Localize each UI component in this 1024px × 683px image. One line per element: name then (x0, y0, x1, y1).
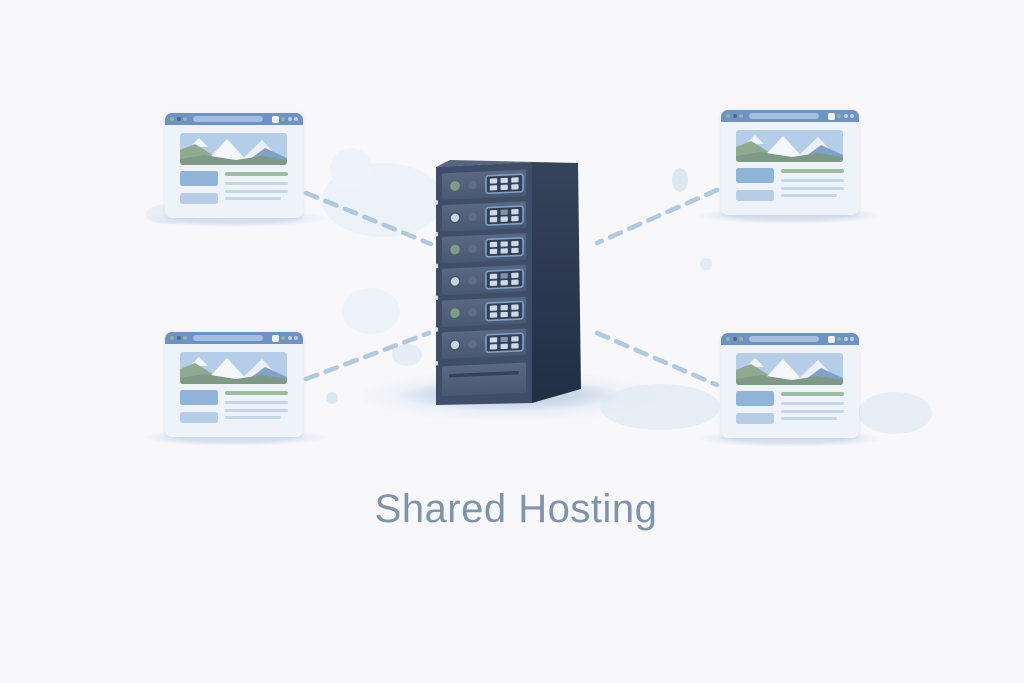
titlebar-dot-icon (281, 117, 285, 121)
titlebar-dot-icon (294, 336, 298, 340)
window-button-icon (827, 112, 835, 120)
titlebar-dot-icon (739, 114, 743, 118)
background-blob (326, 392, 338, 404)
browser-titlebar (165, 113, 303, 125)
text-line-green (781, 392, 844, 397)
titlebar-dot-icon (294, 117, 298, 121)
text-line (225, 416, 281, 420)
mountain-graphic (736, 130, 843, 162)
titlebar-dot-icon (850, 114, 854, 118)
browser-window-frame (165, 113, 303, 218)
titlebar-dot-icon (843, 114, 848, 118)
mountain-graphic (736, 353, 843, 385)
mountain-graphic (180, 133, 287, 165)
diagram-title: Shared Hosting (374, 487, 658, 531)
window-button-icon (827, 335, 835, 343)
browser-window-frame (721, 110, 859, 215)
browser-titlebar (165, 332, 303, 344)
titlebar-dot-icon (837, 114, 841, 118)
browser-titlebar (721, 110, 859, 122)
titlebar-dot-icon (170, 117, 174, 121)
address-bar (748, 336, 819, 342)
content-block (736, 413, 774, 424)
titlebar-controls (271, 334, 298, 342)
server-top-face (436, 160, 578, 167)
address-bar (748, 113, 819, 119)
titlebar-dot-icon (843, 337, 848, 341)
window-button-icon (271, 334, 279, 342)
server-rack-units (434, 169, 526, 397)
titlebar-controls (827, 112, 854, 120)
content-block (180, 193, 218, 204)
text-line (781, 410, 844, 414)
titlebar-controls (271, 115, 298, 123)
content-block (736, 391, 774, 406)
text-line (225, 190, 288, 194)
address-bar (192, 116, 263, 122)
text-line (225, 197, 281, 201)
titlebar-dot-icon (732, 114, 737, 118)
titlebar-dot-icon (850, 337, 854, 341)
website-window-top-left (141, 113, 327, 227)
content-block (180, 412, 218, 423)
text-line (225, 409, 288, 413)
background-blob (322, 163, 444, 237)
website-window-bottom-right (697, 333, 883, 447)
hero-image (180, 352, 287, 384)
content-block (180, 390, 218, 405)
background-blob (672, 168, 688, 192)
titlebar-dot-icon (732, 337, 737, 341)
titlebar-dot-icon (281, 336, 285, 340)
titlebar-dot-icon (176, 336, 181, 340)
text-line (781, 187, 844, 191)
text-line (781, 401, 844, 405)
text-line (225, 181, 288, 185)
connection-dashed-line (303, 330, 432, 382)
text-line (781, 178, 844, 182)
background-blob (858, 392, 932, 434)
hero-image (180, 133, 287, 165)
background-blob (342, 288, 400, 334)
titlebar-dot-icon (287, 336, 292, 340)
titlebar-dot-icon (176, 117, 181, 121)
browser-window-frame (165, 332, 303, 437)
browser-titlebar (721, 333, 859, 345)
website-window-bottom-left (141, 332, 327, 446)
text-line (225, 400, 288, 404)
text-line-green (225, 391, 288, 396)
titlebar-dot-icon (287, 117, 292, 121)
address-bar (192, 335, 263, 341)
background-blob (330, 148, 372, 190)
server-side-face (532, 162, 581, 403)
titlebar-dot-icon (183, 336, 187, 340)
titlebar-dot-icon (726, 337, 730, 341)
text-line-green (225, 172, 288, 177)
background-blob (700, 258, 712, 270)
mountain-graphic (180, 352, 287, 384)
content-block (736, 190, 774, 201)
hero-image (736, 130, 843, 162)
hero-image (736, 353, 843, 385)
titlebar-dot-icon (837, 337, 841, 341)
text-line (781, 194, 837, 198)
window-button-icon (271, 115, 279, 123)
titlebar-dot-icon (739, 337, 743, 341)
titlebar-dot-icon (170, 336, 174, 340)
titlebar-dot-icon (183, 117, 187, 121)
server-rack (434, 160, 581, 405)
titlebar-dot-icon (726, 114, 730, 118)
content-block (180, 171, 218, 186)
titlebar-controls (827, 335, 854, 343)
text-line (781, 417, 837, 421)
content-block (736, 168, 774, 183)
text-line-green (781, 169, 844, 174)
website-window-top-right (697, 110, 883, 224)
background-blob (392, 344, 422, 366)
browser-window-frame (721, 333, 859, 438)
